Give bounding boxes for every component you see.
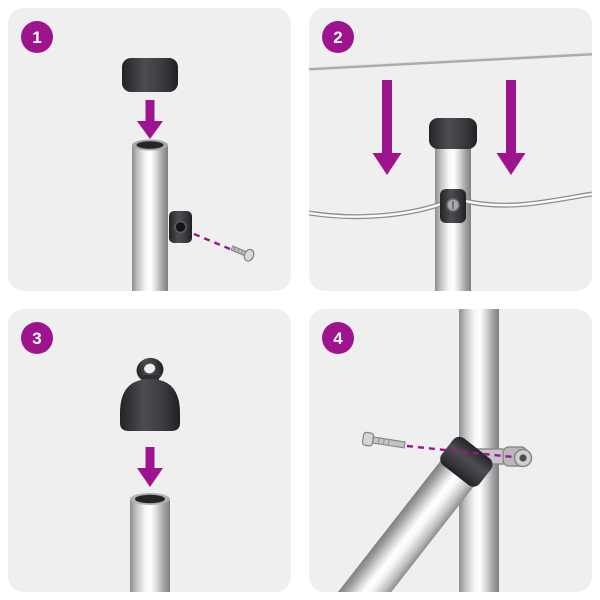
clamp	[440, 189, 466, 223]
bolt-head-icon	[513, 448, 533, 468]
step-panel-2: 2	[309, 8, 592, 291]
dashed-guide-line	[193, 232, 231, 251]
clamp-socket	[440, 436, 493, 487]
upper-wire	[309, 52, 592, 71]
tube	[130, 493, 170, 592]
step-badge-1: 1	[21, 21, 53, 53]
screw-icon	[230, 245, 255, 262]
step-3-illustration	[120, 357, 180, 592]
step-number: 3	[32, 328, 42, 348]
step-badge-2: 2	[322, 21, 354, 53]
step-2-illustration	[309, 52, 592, 291]
arrow-down-icon	[496, 80, 526, 175]
diagonal-pole	[315, 436, 493, 592]
step-badge-4: 4	[322, 322, 354, 354]
step-number: 1	[32, 27, 42, 47]
pole	[132, 139, 168, 291]
step-number: 4	[333, 328, 343, 348]
eyelet-hole	[144, 363, 156, 374]
end-cap	[122, 58, 178, 92]
bolt-icon	[361, 431, 406, 449]
dashed-guide-line	[406, 444, 524, 460]
arrow-down-icon	[137, 100, 163, 139]
lower-wire	[309, 191, 592, 220]
eyelet-cap	[120, 357, 180, 431]
step-number: 2	[333, 27, 343, 47]
arrow-down-icon	[372, 80, 402, 175]
step-panel-1: 1	[8, 8, 291, 291]
step-panel-4: 4	[309, 309, 592, 592]
arrow-down-icon	[137, 447, 163, 487]
upper-wire-highlight	[309, 52, 592, 69]
step-badge-3: 3	[21, 322, 53, 354]
cap-dome	[120, 379, 180, 431]
clamp	[169, 211, 192, 243]
end-cap	[429, 118, 477, 149]
step-1-illustration	[122, 58, 255, 291]
step-4-illustration	[315, 309, 533, 592]
step-panel-3: 3	[8, 309, 291, 592]
